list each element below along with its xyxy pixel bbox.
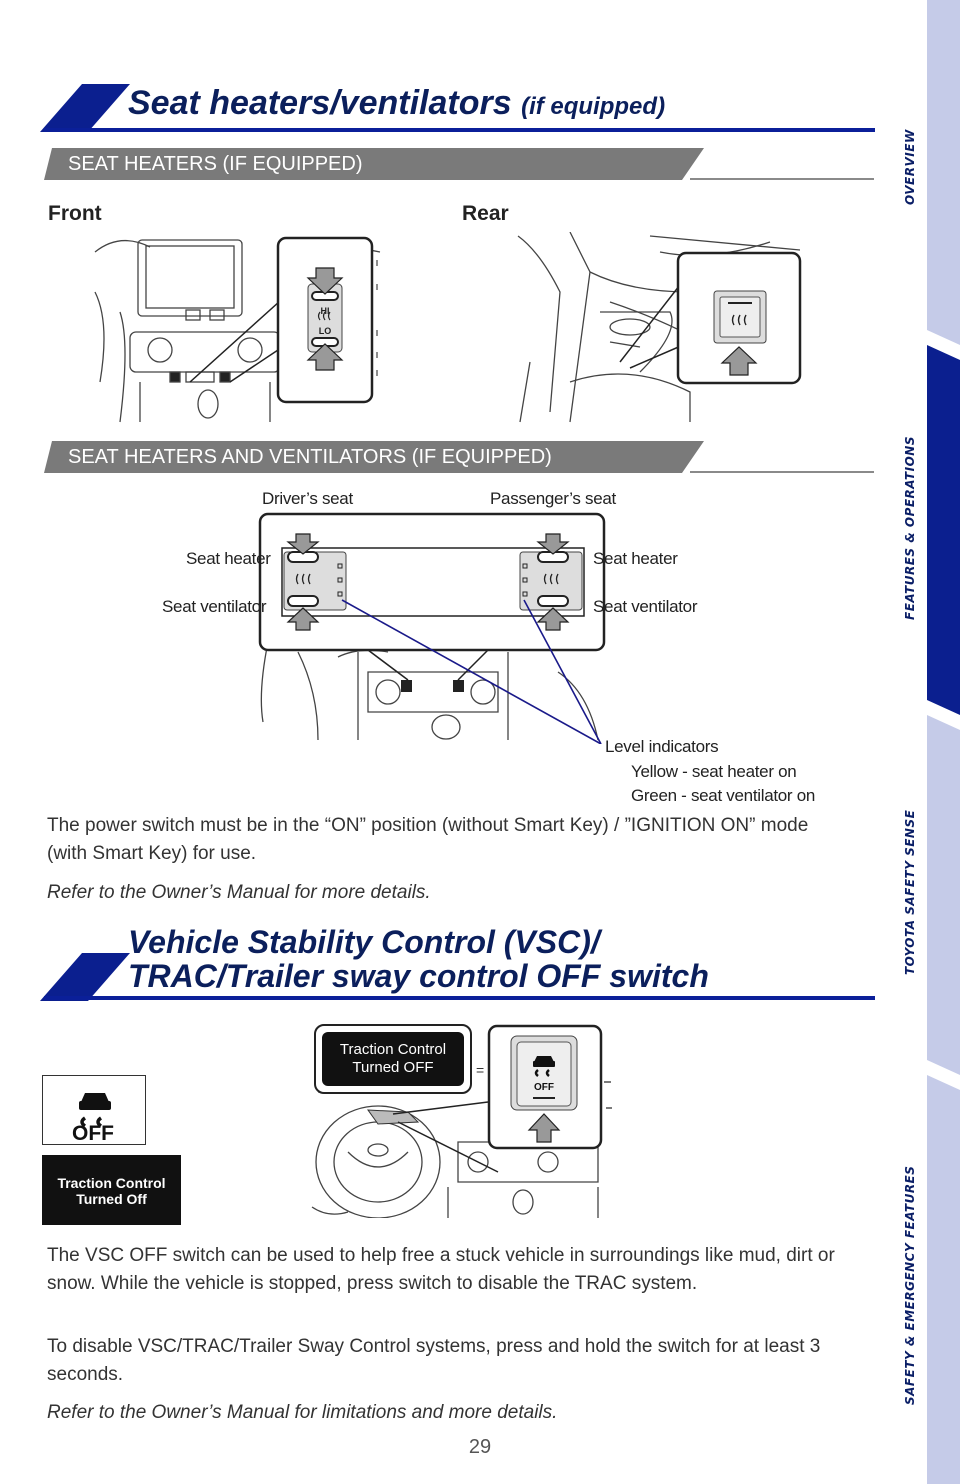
callout-line2: Turned OFF [352,1059,434,1076]
rear-switch-callout [676,251,802,385]
nav-label-safety-sense[interactable]: TOYOTA SAFETY SENSE [903,809,917,975]
owners-manual-note-2: Refer to the Owner’s Manual for limitati… [47,1402,558,1423]
nav-label-overview[interactable]: OVERVIEW [903,129,917,205]
traction-off-callout: Traction Control Turned OFF [314,1024,472,1094]
traction-badge-line2: Turned Off [76,1191,147,1207]
lo-label: LO [319,326,332,336]
front-dashboard-illustration [94,239,381,423]
vsc-paragraph-2: To disable VSC/TRAC/Trailer Sway Control… [47,1336,821,1385]
traction-badge-line1: Traction Control [57,1175,166,1191]
title-rule-1 [44,128,875,132]
drivers-seat-label: Driver’s seat [262,489,353,508]
front-switch-callout: HI LO [276,236,374,404]
front-label: Front [48,202,102,225]
nav-label-features[interactable]: FEATURES & OPERATIONS [903,436,917,620]
subheading-seat-heaters: SEAT HEATERS (IF EQUIPPED) [44,148,704,180]
subheading-rule-2 [690,471,874,473]
nav-label-emergency[interactable]: SAFETY & EMERGENCY FEATURES [903,1165,917,1405]
vsc-off-icon: OFF [42,1075,146,1145]
nav-tab-features[interactable] [927,345,960,715]
yellow-note: Yellow - seat heater on [631,762,797,781]
callout-line1: Traction Control [339,1041,447,1058]
level-indicators-label: Level indicators [605,737,719,756]
vsc-title-line1: Vehicle Stability Control (VSC)/ [128,924,600,960]
section-title-seat-heaters: Seat heaters/ventilators (if equipped) [128,84,665,123]
seat-ventilator-left-label: Seat ventilator [162,597,267,616]
steering-wheel-illustration: = [311,1062,612,1218]
svg-text:=: = [476,1062,484,1078]
title-accent-1 [40,84,130,132]
section-title-vsc: Vehicle Stability Control (VSC)/ TRAC/Tr… [128,925,709,993]
off-label: OFF [72,1122,114,1145]
title-accent-2 [40,953,130,1001]
vsc-title-line2: TRAC/Trailer sway control OFF switch [128,958,709,994]
page-number: 29 [468,1436,492,1458]
nav-tab-safety-sense[interactable] [927,715,960,1075]
vsc-switch-callout: OFF [487,1024,603,1150]
switch-off-label: OFF [534,1082,554,1093]
seat-ventilator-right-label: Seat ventilator [593,597,698,616]
hi-label: HI [321,306,330,316]
skid-car-icon [79,1093,111,1128]
heater-ventilator-illustration [258,512,606,744]
title-main: Seat heaters/ventilators [128,84,512,122]
rear-label: Rear [462,202,509,225]
title-rule-2 [44,996,875,1000]
vsc-paragraph-1: The VSC OFF switch can be used to help f… [47,1245,835,1294]
green-note: Green - seat ventilator on [631,786,816,805]
seat-heater-right-label: Seat heater [593,549,678,568]
traction-control-badge: Traction Control Turned Off [42,1155,181,1225]
subheading-rule-1 [690,178,874,180]
title-suffix: (if equipped) [521,93,666,120]
nav-tab-overview[interactable] [927,0,960,345]
seat-heater-left-label: Seat heater [186,549,271,568]
owners-manual-note-1: Refer to the Owner’s Manual for more det… [47,882,431,903]
power-switch-paragraph: The power switch must be in the “ON” pos… [47,815,809,864]
nav-dividers [927,330,960,1090]
subheading-heaters-ventilators: SEAT HEATERS AND VENTILATORS (IF EQUIPPE… [44,441,704,473]
passengers-seat-label: Passenger’s seat [490,489,616,508]
nav-tab-emergency[interactable] [927,1075,960,1484]
